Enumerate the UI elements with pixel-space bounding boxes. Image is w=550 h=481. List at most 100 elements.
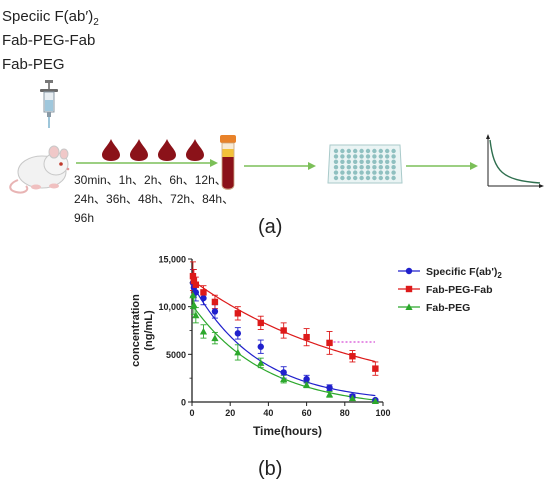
well bbox=[378, 165, 383, 170]
marker-fabpegfab bbox=[326, 339, 333, 347]
y-tick-label: 15,000 bbox=[158, 255, 186, 265]
marker-fabpeg bbox=[211, 334, 219, 342]
well bbox=[378, 170, 383, 175]
marker-fabpegfab bbox=[280, 327, 287, 334]
well bbox=[333, 170, 339, 175]
well bbox=[391, 175, 396, 181]
arrow-plate-to-curve bbox=[406, 162, 478, 170]
blood-drop-icon bbox=[130, 139, 148, 161]
x-tick-label: 80 bbox=[340, 408, 350, 418]
marker-specific bbox=[303, 375, 310, 383]
well bbox=[353, 148, 358, 154]
y-axis-label: concentration(ng/mL) bbox=[130, 294, 155, 367]
x-tick-label: 20 bbox=[225, 408, 235, 418]
well bbox=[353, 170, 358, 175]
legend-label-text: Fab-PEG-Fab bbox=[426, 284, 493, 296]
blood-drop-icon bbox=[186, 139, 204, 161]
marker-fabpeg bbox=[348, 394, 357, 402]
well bbox=[378, 159, 383, 164]
legend-label-text: Specific F(ab') bbox=[426, 266, 497, 278]
well bbox=[385, 170, 390, 175]
well bbox=[391, 165, 396, 170]
well bbox=[365, 148, 371, 154]
well bbox=[372, 170, 377, 175]
arrow-tube-to-plate bbox=[244, 162, 316, 170]
marker-specific bbox=[211, 308, 219, 315]
data-markers bbox=[189, 272, 379, 405]
marker-fabpeg bbox=[325, 390, 334, 398]
well bbox=[378, 154, 383, 159]
well-plate-icon bbox=[327, 144, 403, 184]
well bbox=[333, 148, 339, 154]
marker-fabpegfab bbox=[200, 289, 207, 296]
well bbox=[378, 148, 383, 154]
fit-curve-fabpegfab bbox=[191, 279, 376, 363]
panel-b-label: (b) bbox=[258, 458, 283, 480]
well bbox=[372, 154, 377, 159]
marker-specific bbox=[257, 343, 264, 350]
decay-curve-icon bbox=[486, 134, 544, 188]
marker-fabpegfab bbox=[192, 281, 200, 288]
well bbox=[333, 154, 339, 159]
x-tick-label: 60 bbox=[302, 408, 312, 418]
marker-fabpeg bbox=[192, 311, 200, 319]
x-tick-label: 100 bbox=[375, 408, 390, 418]
y-tick-label: 0 bbox=[181, 398, 186, 408]
well bbox=[385, 159, 390, 164]
rat-icon bbox=[9, 145, 70, 194]
well bbox=[365, 159, 371, 164]
well bbox=[340, 170, 345, 175]
marker-fabpegfab bbox=[211, 298, 219, 306]
well bbox=[353, 165, 358, 170]
well bbox=[372, 165, 377, 170]
legend-label-fabpegfab: Fab-PEG-Fab bbox=[426, 284, 493, 296]
legend-label-text: Fab-PEG bbox=[426, 302, 470, 314]
marker-fabpeg bbox=[280, 375, 288, 383]
marker-fabpeg bbox=[190, 301, 198, 308]
well bbox=[346, 175, 351, 181]
legend-label-fabpeg: Fab-PEG bbox=[426, 302, 470, 314]
well bbox=[391, 170, 396, 175]
syringe-icon bbox=[40, 80, 58, 128]
well bbox=[340, 165, 345, 170]
timepoints-line-2: 24h、36h、48h、72h、84h、 bbox=[74, 192, 235, 206]
well bbox=[340, 159, 345, 164]
well bbox=[346, 154, 351, 159]
well bbox=[372, 159, 377, 164]
well bbox=[359, 148, 364, 154]
well bbox=[385, 154, 390, 159]
well bbox=[359, 170, 364, 175]
timepoints-line-3: 96h bbox=[74, 211, 95, 225]
marker-fabpeg bbox=[257, 359, 265, 366]
well bbox=[346, 148, 351, 154]
well bbox=[340, 148, 345, 154]
legend-marker-fabpeg bbox=[405, 303, 413, 310]
well bbox=[333, 159, 339, 164]
y-axis-label-line: concentration bbox=[130, 294, 142, 367]
legend-marker-fabpegfab bbox=[405, 285, 413, 293]
well bbox=[391, 148, 396, 154]
marker-fabpegfab bbox=[372, 365, 379, 372]
well bbox=[346, 170, 351, 175]
marker-fabpeg bbox=[234, 348, 242, 356]
marker-fabpeg bbox=[303, 381, 311, 388]
well bbox=[340, 154, 345, 159]
blood-drop-icon bbox=[158, 139, 176, 161]
well bbox=[391, 154, 396, 159]
y-tick-label: 5000 bbox=[166, 350, 186, 360]
marker-specific bbox=[200, 294, 207, 302]
x-tick-label: 40 bbox=[263, 408, 273, 418]
well bbox=[365, 170, 371, 175]
legend-marker-specific bbox=[405, 267, 413, 275]
well bbox=[385, 148, 390, 154]
well bbox=[378, 175, 383, 181]
well bbox=[372, 148, 377, 154]
panel-a-label: (a) bbox=[258, 216, 283, 238]
well bbox=[359, 154, 364, 159]
agent-label-specific: Speciic F(ab′)2 bbox=[2, 8, 99, 28]
y-tick-label: 10,000 bbox=[158, 302, 186, 312]
well bbox=[359, 165, 364, 170]
